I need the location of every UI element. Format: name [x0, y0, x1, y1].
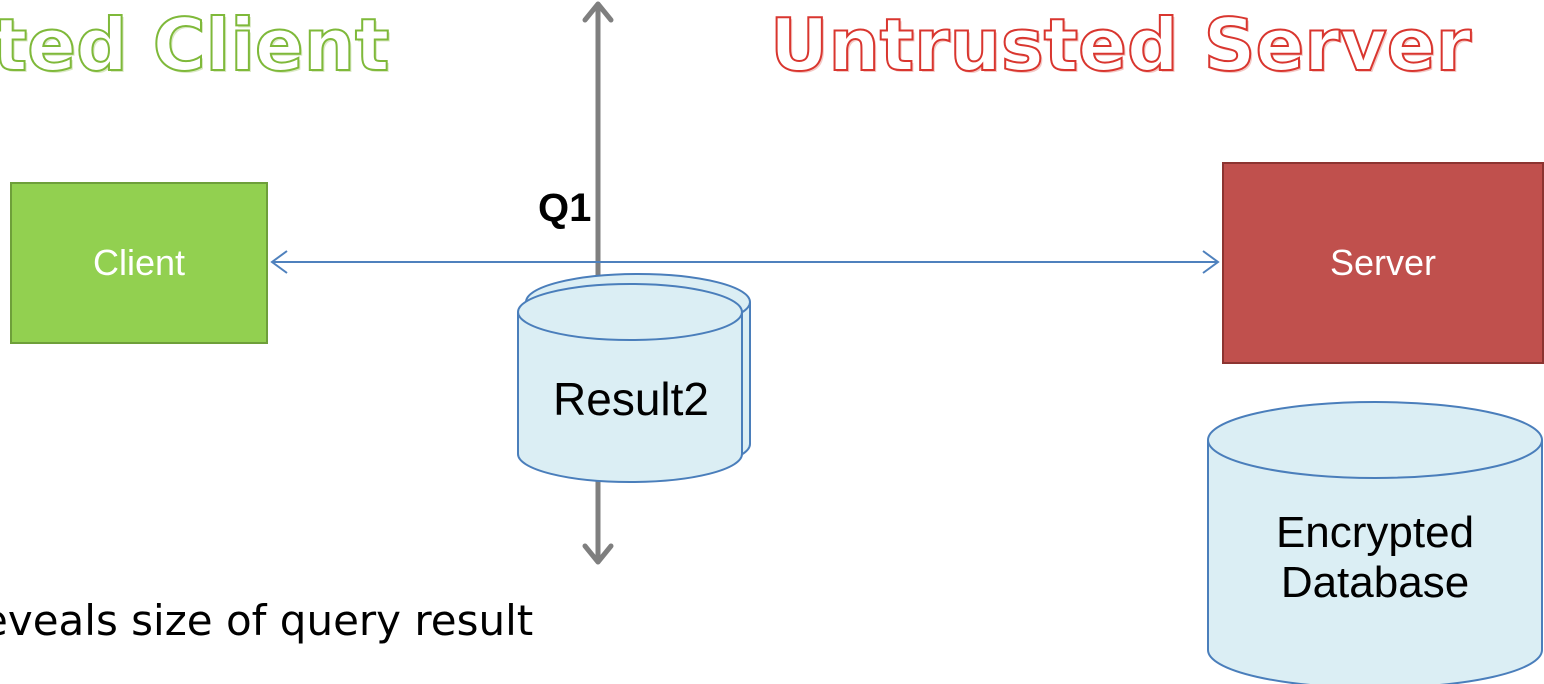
database-label-line2: Database — [1280, 558, 1470, 607]
query-arrow — [270, 250, 1220, 274]
client-box: Client — [10, 182, 268, 344]
database-cylinder — [1207, 401, 1543, 684]
trusted-client-title: sted Client — [0, 2, 390, 88]
result-label: Result2 — [553, 373, 709, 425]
query-label: Q1 — [538, 186, 592, 230]
database-label: Encrypted Database — [1208, 508, 1542, 608]
untrusted-server-title: Untrusted Server — [769, 2, 1472, 88]
footnote-text: eveals size of query result — [0, 596, 534, 645]
client-label: Client — [92, 242, 186, 283]
server-box: Server — [1222, 162, 1544, 364]
result-cylinder — [517, 283, 743, 483]
server-label: Server — [1329, 242, 1437, 283]
database-label-line1: Encrypted — [1275, 508, 1475, 557]
